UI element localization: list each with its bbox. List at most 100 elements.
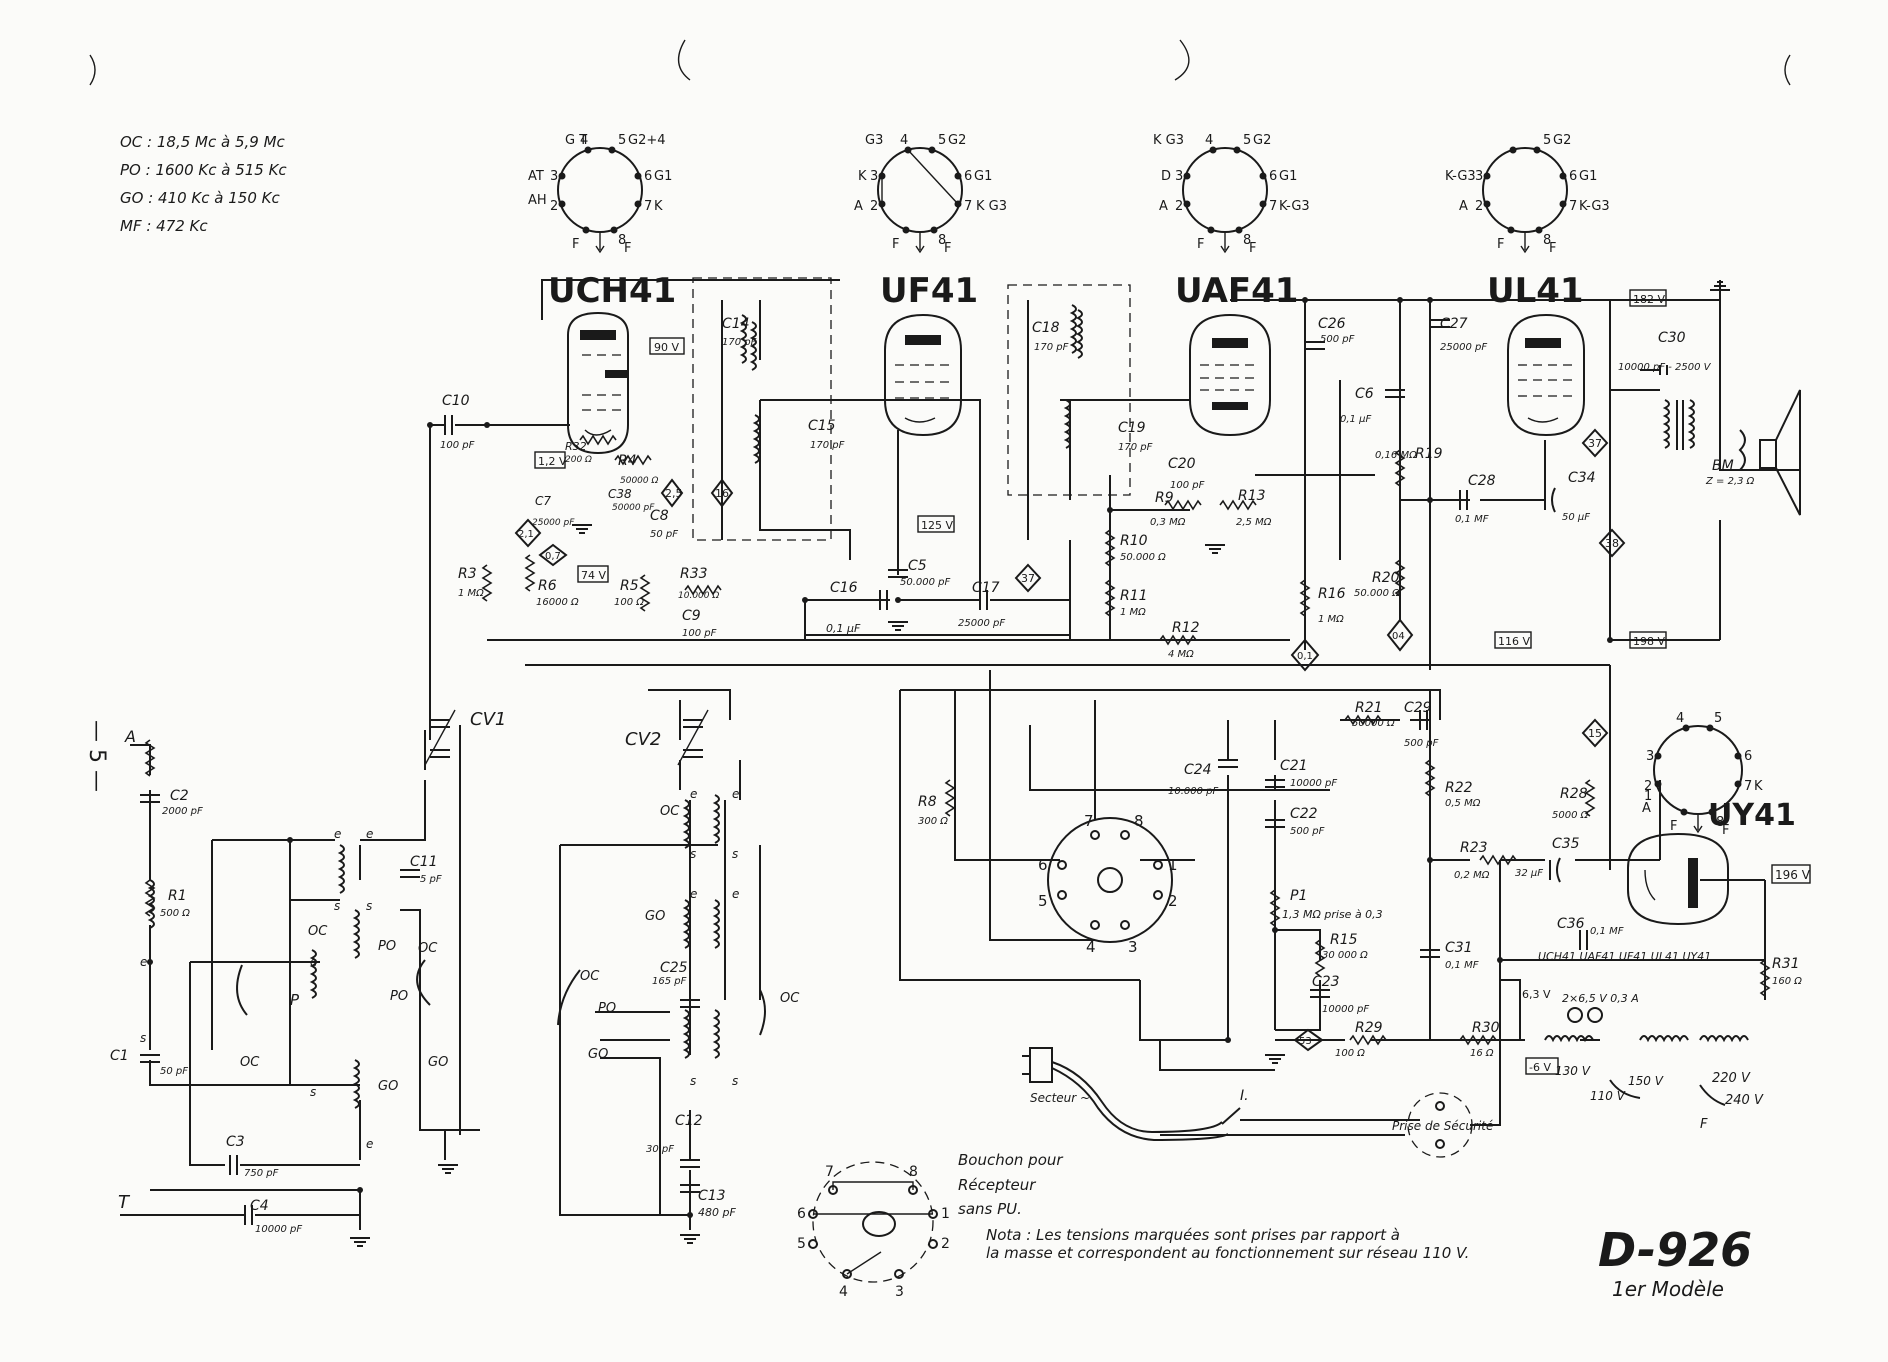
band-mf: MF : 472 Kc [120,217,208,235]
svg-text:160 Ω: 160 Ω [1772,976,1802,987]
svg-text:s: s [732,847,738,861]
svg-text:K: K [654,199,663,214]
svg-text:50000 Ω: 50000 Ω [620,476,658,486]
svg-text:C9: C9 [682,608,701,624]
svg-text:G1: G1 [1279,169,1297,184]
svg-text:Récepteur: Récepteur [958,1176,1036,1194]
svg-text:C10: C10 [442,393,470,409]
svg-text:e: e [140,955,147,969]
tube-uaf41 [1189,313,1271,437]
svg-text:G T: G T [565,133,587,148]
svg-text:165 pF: 165 pF [652,976,687,987]
diamond-15: 15 [1588,727,1602,740]
svg-text:GO: GO [428,1055,448,1070]
svg-text:170 pF: 170 pF [722,337,757,348]
svg-text:R10: R10 [1120,533,1148,549]
svg-text:R30: R30 [1472,1020,1500,1036]
svg-text:C22: C22 [1290,806,1318,822]
svg-text:C4: C4 [250,1198,269,1214]
svg-text:F: F [1700,1117,1708,1132]
svg-text:7: 7 [1084,812,1094,830]
diamond-37a: 37 [1021,572,1035,585]
svg-text:s: s [334,899,340,913]
tube-base-uy41: 2 3 4 5 6 7 K 1 A F 8 F [1642,711,1763,838]
svg-text:0,1 MF: 0,1 MF [1455,514,1489,525]
svg-text:32 µF: 32 µF [1515,868,1543,879]
svg-text:F: F [944,241,951,256]
wiring [120,279,1801,1230]
svg-text:C20: C20 [1168,456,1196,472]
svg-text:R15: R15 [1330,932,1358,948]
svg-text:50000 pF: 50000 pF [612,503,655,513]
note-line-2: la masse et correspondent au fonctionnem… [986,1244,1469,1262]
svg-text:G1: G1 [654,169,672,184]
svg-text:R28: R28 [1560,786,1588,802]
diamond-2-1: 2,1 [518,529,534,540]
svg-text:50 µF: 50 µF [1562,512,1590,523]
tube-uy41 [1627,832,1729,926]
svg-text:sans PU.: sans PU. [958,1200,1022,1218]
voltage-90: 90 V [654,341,679,354]
svg-text:7: 7 [644,199,652,214]
svg-text:500 pF: 500 pF [1404,738,1439,749]
diamond-53: 53 [1299,1036,1312,1047]
model-number: D-926 [1598,1223,1752,1277]
svg-text:CV1: CV1 [470,709,506,730]
svg-text:R11: R11 [1120,588,1148,604]
svg-text:5: 5 [797,1236,806,1252]
svg-text:C30: C30 [1658,330,1686,346]
svg-text:C1: C1 [110,1048,129,1064]
svg-text:8: 8 [1543,233,1551,248]
svg-text:F: F [1722,823,1729,838]
voltage-125: 125 V [921,519,953,532]
svg-text:6: 6 [1038,856,1048,874]
svg-text:2: 2 [1644,779,1652,794]
svg-text:C13: C13 [698,1188,726,1204]
voltage-1-2: 1,2 V [538,455,567,468]
svg-text:110 V: 110 V [1590,1089,1626,1103]
svg-text:e: e [366,827,373,841]
svg-text:CV2: CV2 [625,729,661,750]
svg-text:8: 8 [1243,233,1251,248]
svg-text:C2: C2 [170,788,189,804]
svg-text:G1: G1 [1579,169,1597,184]
svg-text:4: 4 [839,1284,848,1300]
svg-text:3: 3 [895,1284,904,1300]
svg-text:R6: R6 [538,578,557,594]
svg-text:R29: R29 [1355,1020,1383,1036]
svg-text:1: 1 [941,1206,950,1222]
svg-text:1: 1 [1644,789,1652,804]
mains-section [1022,1047,1501,1158]
svg-text:3: 3 [550,169,558,184]
svg-text:C35: C35 [1552,836,1580,852]
svg-text:500 pF: 500 pF [1320,334,1355,345]
svg-text:3: 3 [870,169,878,184]
svg-text:8: 8 [1134,812,1144,830]
svg-text:Bouchon pour: Bouchon pour [958,1151,1063,1169]
svg-text:C34: C34 [1568,470,1596,486]
svg-text:10.000 Ω: 10.000 Ω [678,591,719,601]
svg-text:K G3: K G3 [1153,133,1184,148]
svg-text:C28: C28 [1468,473,1496,489]
svg-text:e: e [732,887,739,901]
svg-text:500 Ω: 500 Ω [160,908,190,919]
heater-tube-list: UCH41 UAF41 UF41 UL41 UY41 [1538,950,1711,963]
svg-text:OC: OC [580,969,600,984]
svg-text:0,3 MΩ: 0,3 MΩ [1150,517,1186,528]
svg-text:F: F [572,237,579,252]
svg-text:8: 8 [909,1164,918,1180]
svg-text:4 MΩ: 4 MΩ [1168,649,1194,660]
svg-text:6: 6 [1269,169,1277,184]
earth-label: T [118,1192,131,1213]
edition-label: 1er Modèle [1612,1277,1724,1301]
svg-text:5: 5 [1243,133,1251,148]
if-transformer-1-can [692,277,832,541]
svg-text:0,1 MF: 0,1 MF [1590,926,1624,937]
svg-text:50.000 Ω: 50.000 Ω [1120,552,1166,563]
svg-text:10000 pF: 10000 pF [1322,1004,1369,1015]
svg-text:5: 5 [1714,711,1722,726]
diamond-0-1: 0,1 [1297,651,1313,662]
svg-text:R9: R9 [1155,490,1174,506]
